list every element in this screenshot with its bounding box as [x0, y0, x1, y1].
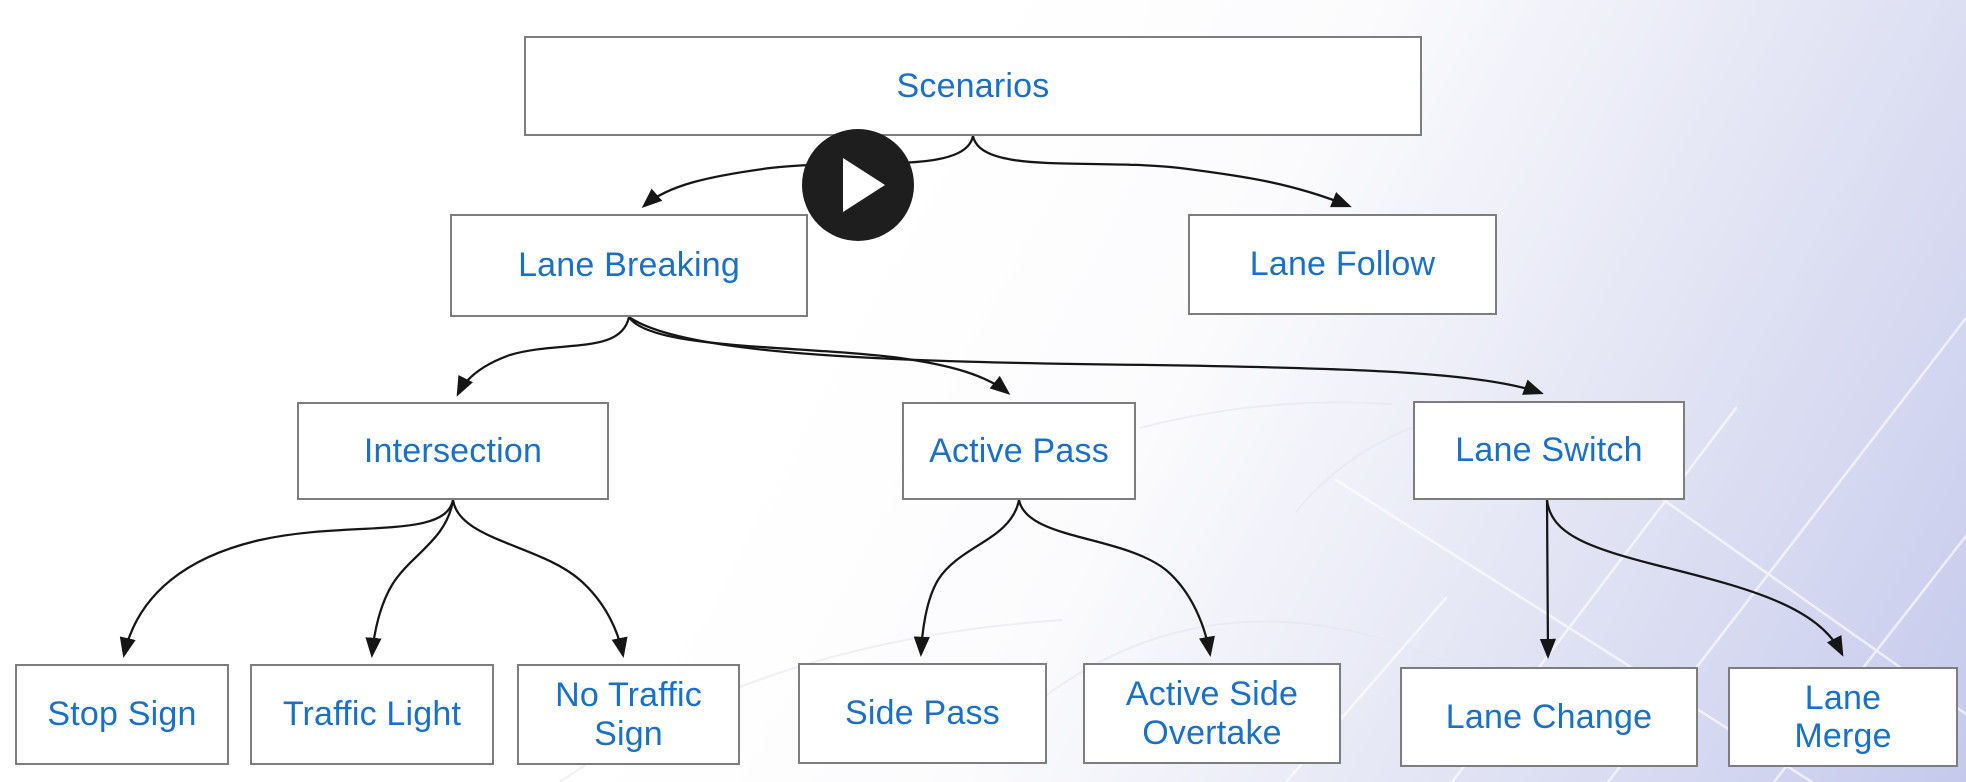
node-intersection-label: Intersection: [363, 431, 543, 470]
node-stop-sign-label: Stop Sign: [47, 695, 197, 734]
node-stop-sign: Stop Sign: [15, 664, 229, 765]
node-lane-switch: Lane Switch: [1413, 401, 1685, 500]
edge-active-pass-active-side-overtake: [1017, 499, 1215, 657]
edge-lane-breaking-intersection: [456, 316, 631, 397]
play-icon: [843, 158, 885, 212]
node-active-pass-label: Active Pass: [929, 431, 1109, 470]
edge-lane-switch-lane-merge: [1545, 499, 1844, 657]
edge-lane-breaking-lane-switch: [628, 316, 1544, 395]
play-button[interactable]: [802, 129, 914, 241]
node-lane-breaking-label: Lane Breaking: [518, 246, 740, 285]
edge-intersection-no-traffic-sign: [451, 499, 628, 658]
edge-lane-breaking-active-pass: [628, 316, 1011, 395]
node-scenarios-label: Scenarios: [896, 66, 1050, 105]
node-lane-follow-label: Lane Follow: [1249, 245, 1436, 284]
node-no-traffic-sign: No Traffic Sign: [517, 664, 740, 765]
background-arc: [1139, 401, 1393, 429]
node-active-side-overtake-label: Active Side Overtake: [1125, 675, 1299, 752]
node-intersection: Intersection: [297, 402, 609, 500]
node-lane-follow: Lane Follow: [1188, 214, 1497, 315]
node-scenarios: Scenarios: [524, 36, 1422, 136]
node-lane-merge: Lane Merge: [1728, 667, 1958, 767]
node-traffic-light: Traffic Light: [250, 664, 494, 765]
edge-intersection-stop-sign: [119, 499, 455, 658]
edge-lane-switch-lane-change: [1539, 499, 1556, 660]
node-lane-change: Lane Change: [1400, 667, 1698, 767]
node-lane-change-label: Lane Change: [1445, 697, 1653, 736]
edge-active-pass-side-pass: [913, 499, 1021, 658]
node-lane-switch-label: Lane Switch: [1455, 431, 1643, 470]
node-no-traffic-sign-label: No Traffic Sign: [555, 676, 702, 753]
node-lane-merge-label: Lane Merge: [1794, 678, 1892, 755]
node-side-pass: Side Pass: [798, 663, 1047, 764]
node-lane-breaking: Lane Breaking: [450, 214, 808, 317]
node-active-pass: Active Pass: [902, 402, 1136, 500]
node-active-side-overtake: Active Side Overtake: [1083, 663, 1341, 764]
node-side-pass-label: Side Pass: [845, 694, 1000, 733]
node-traffic-light-label: Traffic Light: [282, 695, 462, 734]
edge-scenarios-lane-follow: [971, 135, 1352, 208]
edge-intersection-traffic-light: [365, 499, 455, 659]
